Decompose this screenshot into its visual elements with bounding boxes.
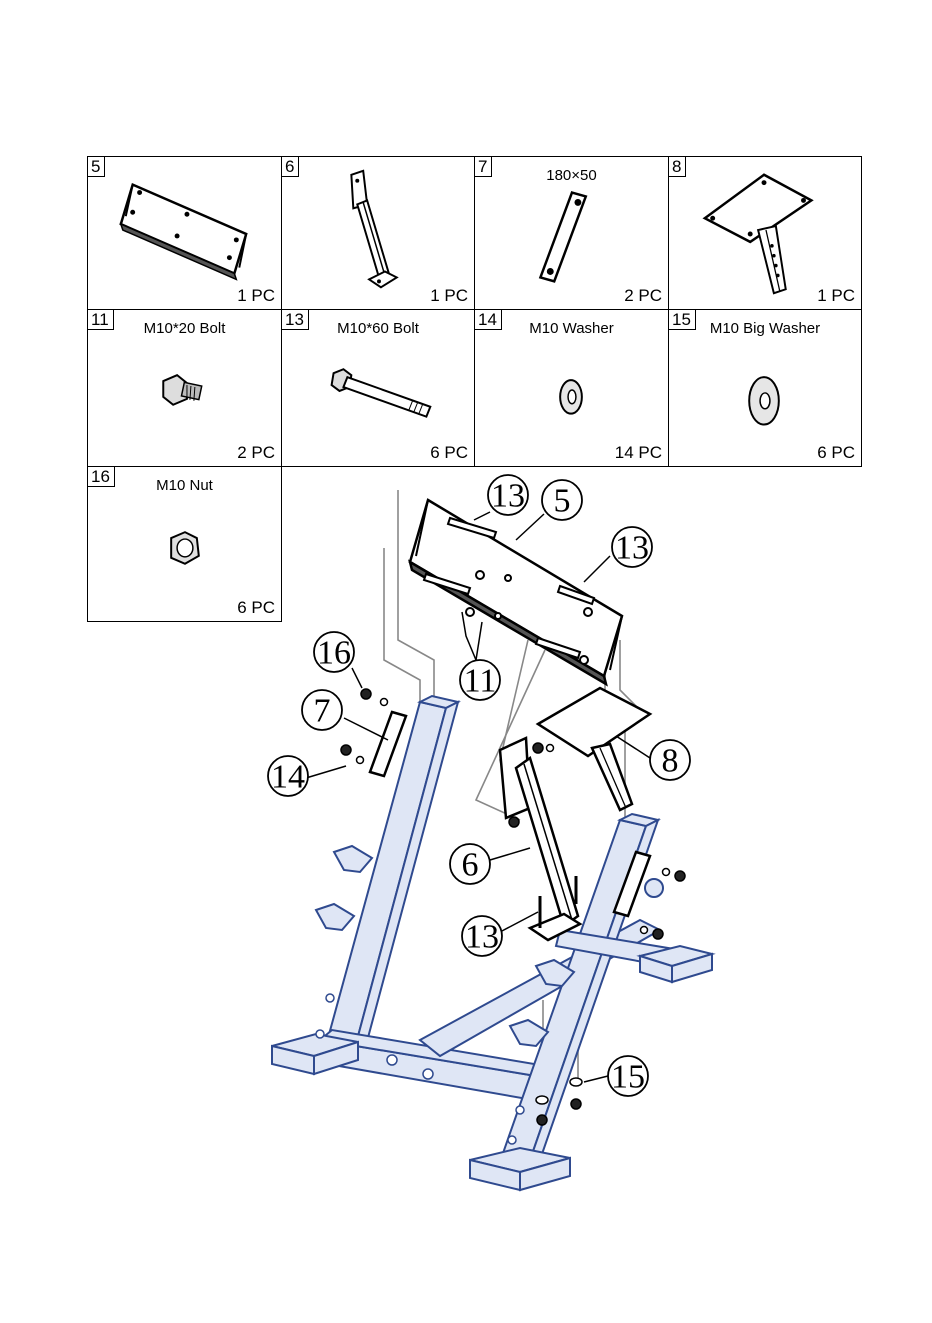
callout-label: 14 [271, 759, 305, 796]
callout-label: 16 [317, 635, 351, 672]
callout-label: 6 [462, 847, 479, 884]
callout-label: 15 [611, 1059, 645, 1096]
callout-label: 7 [314, 693, 331, 730]
assembly-part-5 [410, 500, 622, 684]
assembly-part-8 [538, 688, 650, 810]
callout-label: 11 [464, 663, 497, 700]
callout-label: 13 [615, 530, 649, 567]
callout-label: 5 [554, 483, 571, 520]
callout-label: 8 [662, 743, 679, 780]
callout-label: 13 [491, 478, 525, 515]
callout-label: 13 [465, 919, 499, 956]
